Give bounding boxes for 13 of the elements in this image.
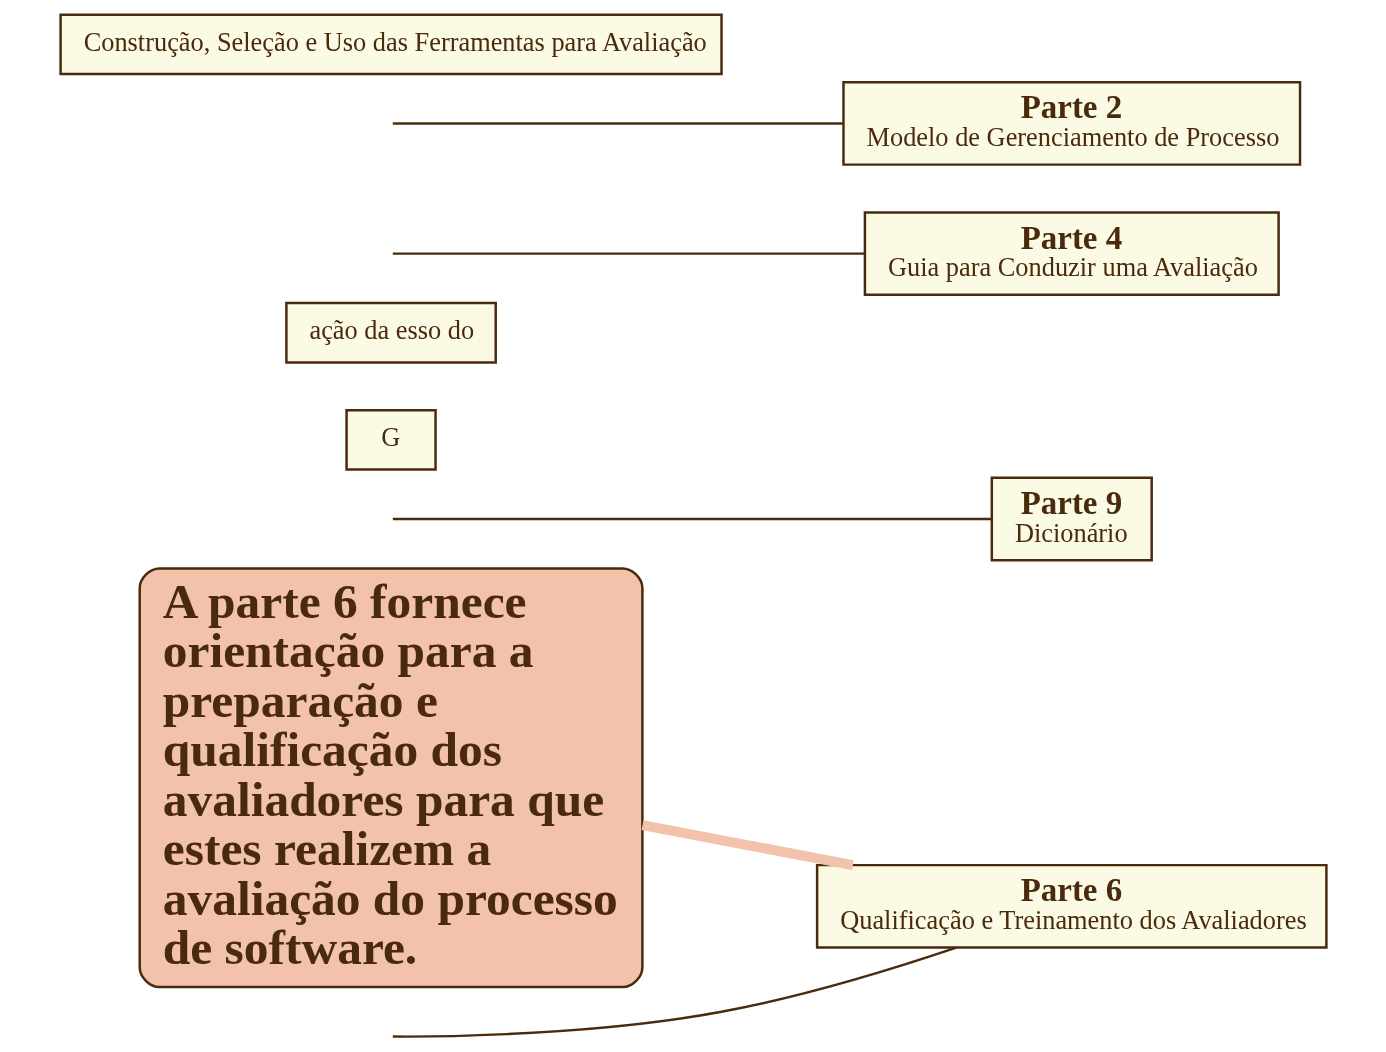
node-box: G (344, 408, 437, 471)
node-box: Parte 6 Qualificação e Treinamento dos Avaliadores (815, 863, 1328, 949)
node-box: ação da esso do (284, 301, 497, 364)
node-box: A parte 6 fornece orientação para a preparação e qualificação dos avaliadores para que estes realizem a avaliação do processo de software. (137, 567, 644, 989)
connector (392, 252, 864, 255)
node-box: Parte 4 Guia para Conduzir uma Avaliação (863, 211, 1280, 297)
connector (641, 820, 854, 870)
node-box: Parte 9 Dicionário (990, 476, 1153, 562)
connector (392, 946, 957, 1038)
node-box: Parte 2 Modelo de Gerenciamento de Processo (841, 81, 1301, 166)
connector (392, 122, 843, 125)
connector (392, 517, 992, 521)
node-box: Construção, Seleção e Uso das Ferramentas para Avaliação (58, 13, 723, 76)
